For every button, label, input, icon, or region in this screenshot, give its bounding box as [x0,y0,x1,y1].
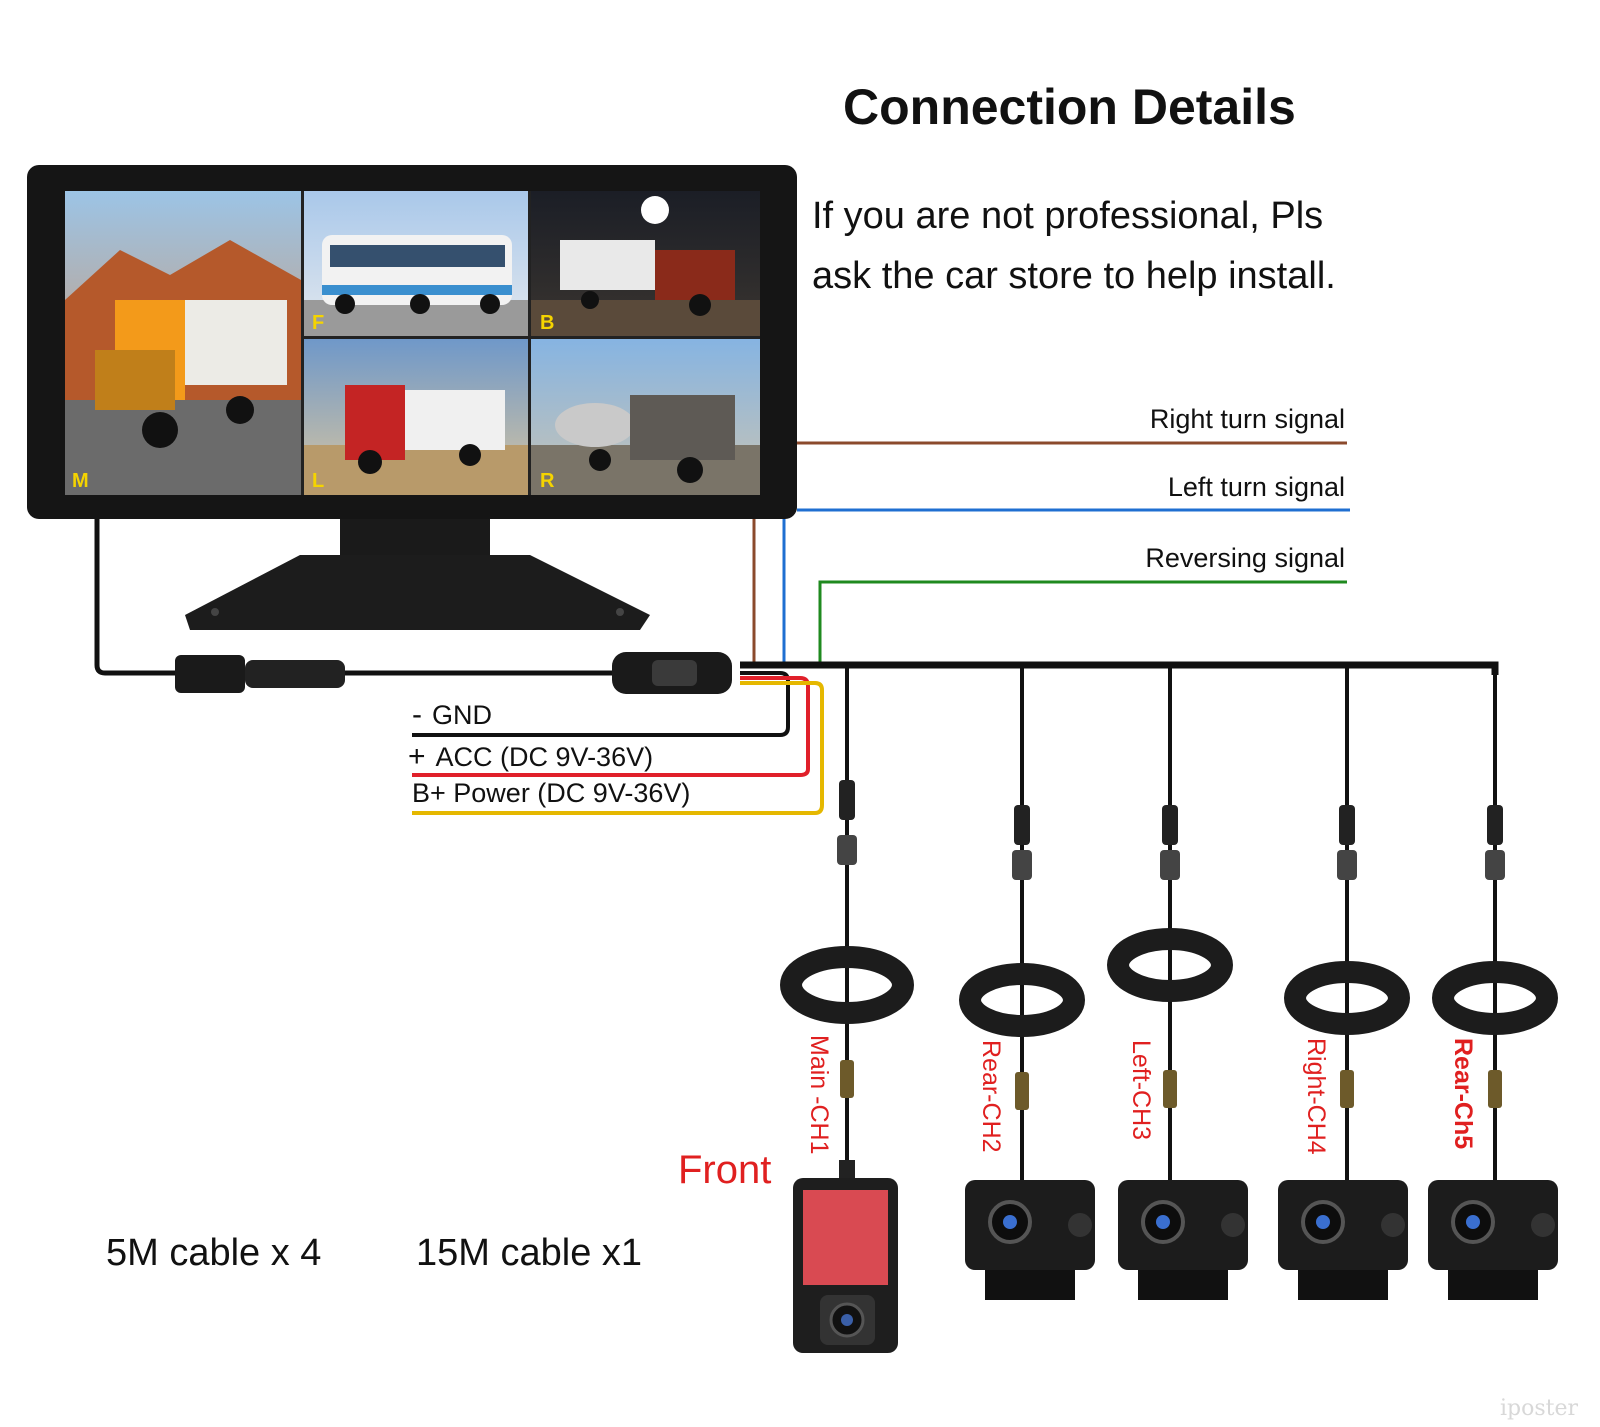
box-camera-ch5 [1428,1180,1558,1300]
box-camera-ch4 [1278,1180,1408,1300]
monitor [27,165,797,630]
gnd-text: GND [432,700,492,730]
power-label-acc: + ACC (DC 9V-36V) [408,740,653,774]
bplus-text: B+ Power (DC 9V-36V) [412,778,691,808]
monitor-base [185,555,650,630]
cable-note-long: 15M cable x1 [416,1232,643,1274]
notice-line-2: ask the car store to help install. [812,255,1336,297]
power-wires [412,671,824,815]
channel-label-ch2: Rear-CH2 [977,1040,1005,1153]
quad-right [531,339,760,495]
channel-label-ch3: Left-CH3 [1127,1040,1155,1141]
quad-label-m: M [72,470,89,492]
acc-symbol: + [408,740,426,773]
power-label-gnd: -GND [412,698,492,732]
notice-line-1: If you are not professional, Pls [812,195,1324,237]
acc-text: ACC (DC 9V-36V) [435,742,654,772]
signal-label-left-turn: Left turn signal [1167,472,1345,502]
cable-note-short: 5M cable x 4 [106,1232,322,1274]
gnd-symbol: - [412,698,422,731]
quad-front [304,191,528,336]
signal-label-right-turn: Right turn signal [1149,404,1345,434]
watermark: iposter [1500,1396,1579,1421]
quad-label-b: B [540,312,555,334]
page-title: Connection Details [843,79,1296,135]
quad-label-r: R [540,470,555,492]
connectors [837,780,1505,1110]
front-camera [793,1160,898,1353]
quad-main [65,191,301,495]
signal-label-reversing: Reversing signal [1145,543,1345,573]
install-notice: If you are not professional, Pls ask the… [812,186,1336,306]
cable-coils [780,928,1558,1037]
quad-left [304,339,528,495]
main-harness [94,519,732,694]
signal-wires [752,441,1350,665]
quad-back [531,191,760,336]
channel-label-ch4: Right-CH4 [1302,1038,1330,1155]
front-label: Front [678,1148,772,1192]
quad-label-f: F [312,312,325,334]
power-label-bplus: B+ Power (DC 9V-36V) [412,778,690,809]
box-camera-ch2 [965,1180,1095,1300]
camera-bus [740,661,1499,675]
channel-label-ch1: Main -CH1 [805,1035,833,1155]
channel-label-ch5: Rear-Ch5 [1449,1038,1477,1150]
box-camera-ch3 [1118,1180,1248,1300]
quad-label-l: L [312,470,325,492]
